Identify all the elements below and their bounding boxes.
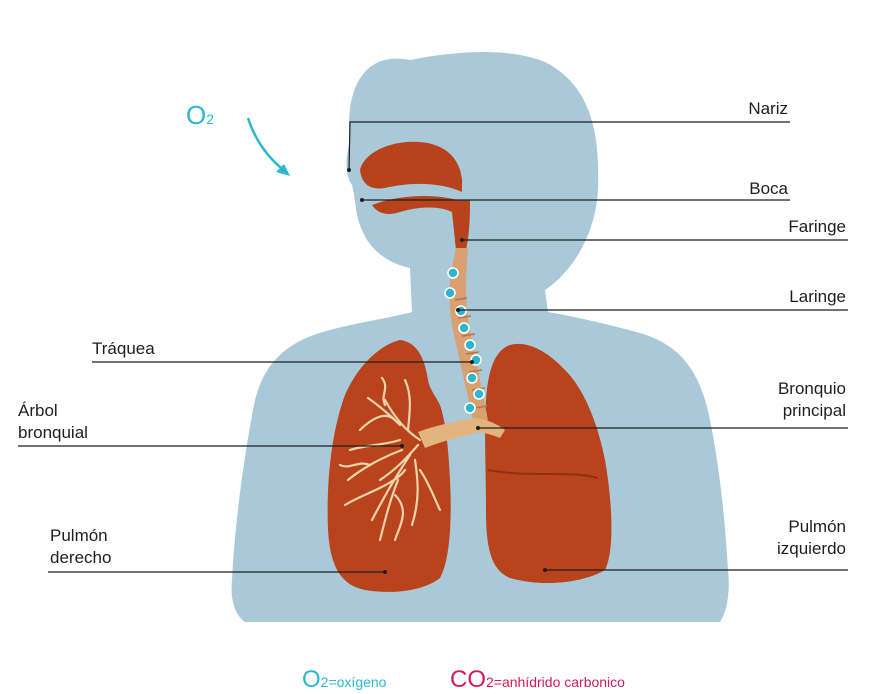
label-pulmon-der-line1: Pulmón [50,525,111,547]
label-arbol-line2: bronquial [18,422,88,444]
legend-o2-symbol: O [302,666,321,693]
inflow-symbol: O [186,100,206,130]
label-faringe: Faringe [740,216,846,238]
label-arbol-line1: Árbol [18,400,88,422]
inflow-arrow [248,118,286,172]
legend-oxygen: O2=oxígeno [302,666,386,694]
label-nariz: Nariz [700,98,788,120]
legend-co2-symbol: CO [450,666,486,693]
label-pulmon-izquierdo: Pulmón izquierdo [740,516,846,560]
label-traquea: Tráquea [92,338,155,360]
label-bronquio-line1: Bronquio [740,378,846,400]
legend-co2: CO2=anhídrido carbonico [450,666,625,694]
label-laringe: Laringe [740,286,846,308]
label-boca: Boca [700,178,788,200]
inflow-subscript: 2 [206,111,214,127]
label-pulmon-der-line2: derecho [50,547,111,569]
inflow-o2-label: O2 [186,100,214,131]
legend-co2-text: =anhídrido carbonico [494,674,625,690]
label-bronquio-principal: Bronquio principal [740,378,846,422]
label-pulmon-izq-line2: izquierdo [740,538,846,560]
label-arbol-bronquial: Árbol bronquial [18,400,88,444]
label-pulmon-izq-line1: Pulmón [740,516,846,538]
legend-o2-text: =oxígeno [328,674,386,690]
legend-co2-sub: 2 [486,674,494,690]
child-silhouette [232,52,729,622]
label-bronquio-line2: principal [740,400,846,422]
label-pulmon-derecho: Pulmón derecho [50,525,111,569]
